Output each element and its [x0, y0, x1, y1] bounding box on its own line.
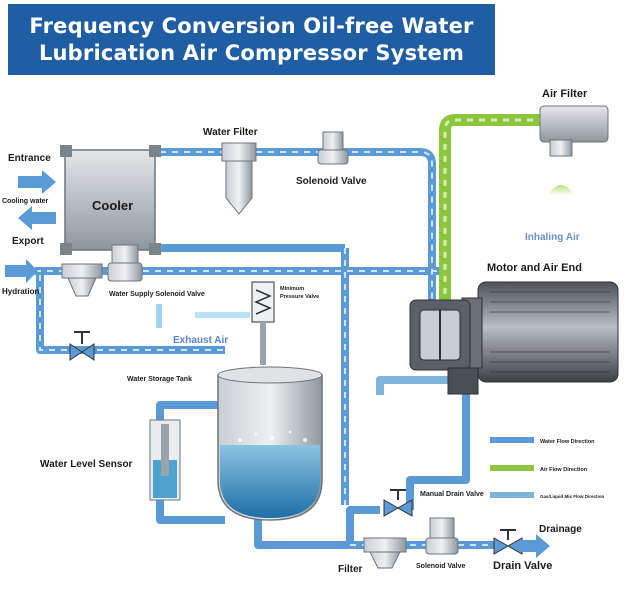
title-banner: Frequency Conversion Oil-free Water Lubr…	[8, 4, 495, 75]
title-line-1: Frequency Conversion Oil-free Water	[29, 13, 474, 38]
cooler	[60, 145, 161, 255]
legend-label-water: Water Flow Direction	[540, 439, 595, 445]
solenoid-valve-bottom	[425, 517, 459, 555]
water-filter-label: Water Filter	[203, 127, 258, 138]
manual-drain-valve-label: Manual Drain Valve	[420, 491, 484, 498]
drain-valve-label: Drain Valve	[493, 560, 552, 572]
water-level-sensor-label: Water Level Sensor	[40, 459, 133, 470]
manual-drain-valve	[383, 489, 413, 517]
solenoid-valve-top-label: Solenoid Valve	[296, 176, 367, 187]
solenoid-valve-top	[317, 131, 349, 165]
legend-swatch-mix	[490, 492, 534, 498]
cooler-label: Cooler	[92, 198, 133, 213]
water-storage-tank	[217, 366, 323, 521]
drain-valve	[493, 529, 523, 555]
minimum-pressure-valve-label-2: Pressure Valve	[280, 294, 319, 300]
legend-swatch-air	[490, 465, 534, 471]
legend-label-air: Air Flow Direction	[540, 467, 588, 473]
minimum-pressure-valve	[251, 281, 275, 365]
water-storage-tank-label: Water Storage Tank	[127, 376, 192, 383]
motor-and-air-end	[409, 281, 619, 395]
export-label: Export	[12, 236, 44, 247]
air-filter-label: Air Filter	[542, 88, 588, 100]
filter-label: Filter	[338, 564, 363, 575]
drainage-label: Drainage	[539, 524, 582, 535]
water-supply-solenoid-valve-label: Water Supply Solenoid Valve	[109, 291, 205, 298]
drainage-arrow	[520, 534, 550, 558]
cooling-water-arrows	[5, 170, 56, 283]
minimum-pressure-valve-label-1: Minimum	[280, 286, 304, 292]
water-level-sensor	[149, 419, 181, 501]
water-supply-solenoid-valve	[107, 244, 143, 282]
legend-swatch-water	[490, 437, 534, 443]
hydration-filter	[61, 263, 103, 297]
legend-label-mix: Gas/Liquid Mix Flow Direction	[540, 494, 605, 499]
bottom-filter	[363, 537, 407, 569]
entrance-label: Entrance	[8, 153, 51, 164]
legend: Water Flow Direction Air Flow Direction …	[490, 437, 605, 499]
cooling-water-label: Cooling water	[2, 198, 49, 205]
hydration-label: Hydration	[2, 287, 39, 296]
exhaust-air-label: Exhaust Air	[173, 335, 228, 346]
exhaust-air-jet	[156, 304, 250, 328]
water-filter	[221, 142, 257, 215]
title-line-2: Lubrication Air Compressor System	[38, 40, 465, 65]
motor-air-end-label: Motor and Air End	[487, 262, 582, 274]
air-pipe	[439, 114, 545, 305]
solenoid-valve-bottom-label: Solenoid Valve	[416, 563, 466, 570]
inhaling-air-label: Inhaling Air	[525, 232, 580, 243]
left-loop-valve	[69, 331, 95, 361]
air-filter	[539, 105, 609, 195]
